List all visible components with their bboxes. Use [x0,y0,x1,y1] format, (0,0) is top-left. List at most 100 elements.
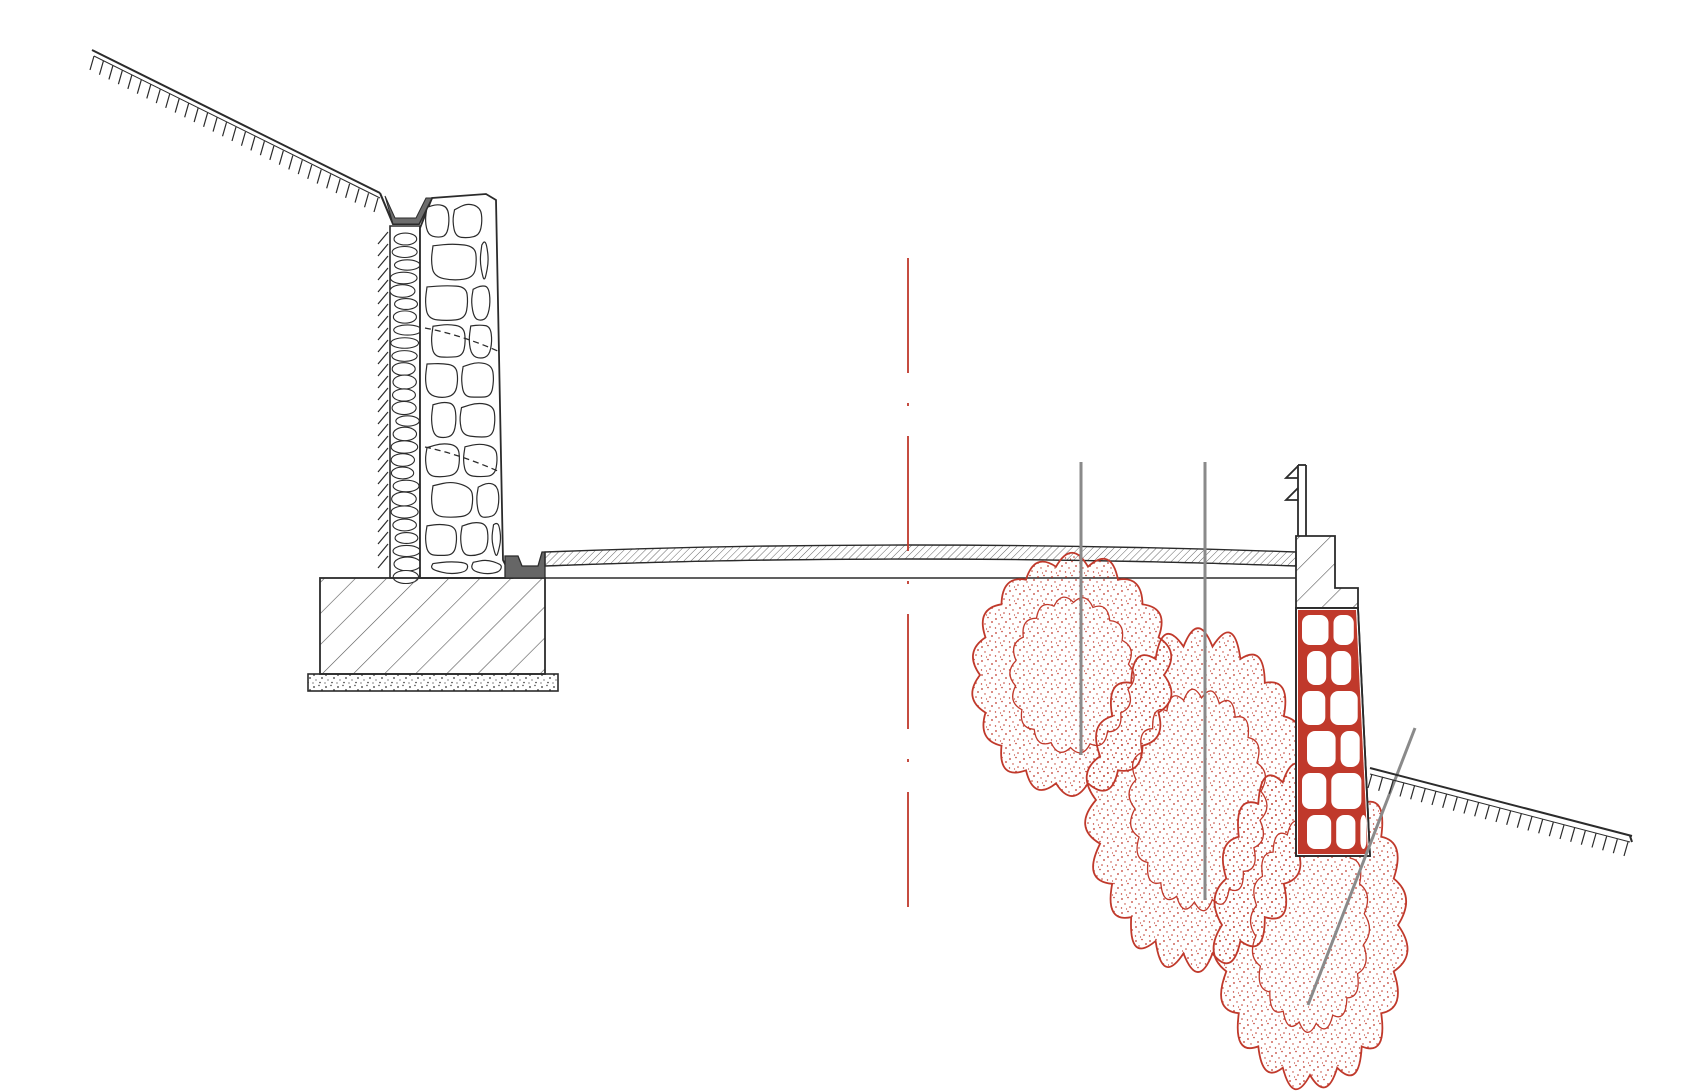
hatch-tick [1538,819,1544,834]
rubble-stone [462,443,498,478]
hatch-tick [377,327,389,341]
hatch-tick [1495,807,1501,823]
masonry-stone [1331,773,1362,809]
gravel-stone [392,479,420,493]
masonry-stone [1336,815,1356,849]
hatch-tick [127,74,133,90]
hatch-tick [363,193,370,208]
masonry-stone [1307,651,1327,685]
rubble-stone [461,362,494,398]
hatch-tick [1559,824,1565,840]
right-slope-hatch-ticks [1367,773,1629,857]
gutter-curb [504,551,546,579]
wall-back-ground-hatch [377,231,389,569]
masonry-stone [1307,731,1336,767]
hatch-tick [259,141,265,156]
gravel-stone [392,518,417,532]
masonry-stone [1302,691,1326,725]
masonry-stone [1333,615,1354,645]
wall-rubble-stones [425,203,502,575]
rubble-stone [491,522,502,557]
right-wall-stones [1298,610,1368,854]
hatch-tick [335,178,341,194]
masonry-stone [1360,815,1367,849]
hatch-tick [377,363,389,377]
hatch-tick [354,188,360,203]
rubble-stone [459,402,496,438]
masonry-stone [1331,651,1352,685]
hatch-tick [89,55,95,71]
hatch-tick [1399,782,1405,797]
hatch-tick [345,183,351,198]
hatch-tick [1452,796,1458,811]
gravel-stone [391,491,417,507]
weep-pipe [424,327,501,353]
rubble-stone [479,241,489,280]
gravel-stone [390,337,420,349]
right-wall-mortar [1298,610,1368,854]
retaining-wall [379,192,514,585]
grout-injection [971,551,1409,1090]
gravel-stone [393,324,423,336]
hatch-tick [377,375,389,389]
hatch-tick [212,117,218,132]
lean-concrete-blinding [307,673,559,692]
hatch-tick [184,103,190,118]
guardrail-beam [1283,465,1299,501]
rubble-stone [425,285,469,321]
hatch-tick [377,267,389,281]
hatch-tick [297,159,303,175]
hatch-tick [1580,830,1586,845]
hatch-tick [98,60,105,75]
rubble-stone [431,481,474,518]
gravel-stone [392,310,418,324]
gravel-stone [391,400,417,416]
hatch-tick [1527,816,1533,831]
hatch-tick [377,351,389,365]
hatch-tick [377,303,389,317]
left-slope [89,49,381,213]
hatch-tick [316,169,322,184]
hatch-tick [1474,802,1480,817]
hatch-tick [377,387,389,401]
gravel-stone [392,426,418,442]
hatch-tick [307,164,313,180]
rubble-stone [471,285,491,321]
hatch-tick [1463,799,1469,814]
hatch-tick [1367,773,1373,789]
hatch-tick [377,471,389,485]
guardrail-post [1283,464,1307,536]
hatch-tick [203,112,209,127]
wall-footing [319,577,546,675]
gravel-stone [391,245,418,259]
hatch-tick [377,291,389,305]
rubble-stone [468,324,493,359]
hatch-tick [1548,822,1554,837]
rubble-stone [425,443,460,478]
gravel-stone [394,531,419,545]
hatch-tick [146,84,152,99]
masonry-stone [1340,731,1360,767]
rubble-stone [431,401,457,439]
hatch-tick [117,70,123,85]
hatch-tick [1623,841,1629,857]
hatch-tick [1388,779,1394,794]
hatch-tick [377,399,389,413]
hatch-tick [377,519,389,533]
left-slope-hatch-ticks [89,55,379,213]
hatch-tick [221,122,228,137]
gravel-stone [390,466,415,480]
right-edge-beam [1295,535,1359,609]
hatch-tick [269,145,275,161]
hatch-tick [377,555,389,569]
weep-pipe [424,446,501,473]
hatch-tick [377,435,389,449]
hatch-tick [1378,776,1384,791]
hatch-tick [1420,788,1426,803]
hatch-tick [1591,833,1597,848]
hatch-tick [377,243,389,257]
gravel-stone [390,440,419,454]
hatch-tick [1442,793,1448,808]
